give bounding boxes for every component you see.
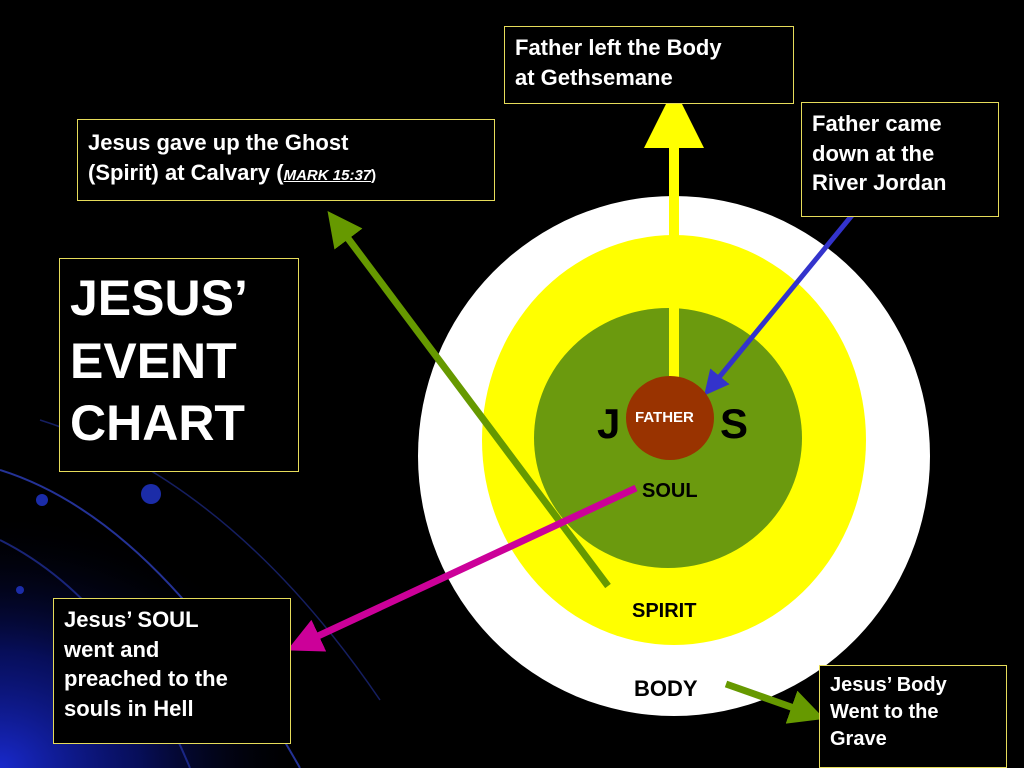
jordan-callout: Father came down at the River Jordan <box>801 102 999 217</box>
title-line: CHART <box>70 395 245 451</box>
father-core <box>626 376 714 460</box>
calvary-callout: Jesus gave up the Ghost (Spirit) at Calv… <box>77 119 495 201</box>
title-line: EVENT <box>70 332 237 389</box>
gethsemane-callout: Father left the Body at Gethsemane <box>504 26 794 104</box>
chart-title: JESUS’ EVENT CHART <box>59 258 299 472</box>
decorative-dot <box>16 586 24 594</box>
callout-line: Grave <box>830 728 887 750</box>
scripture-reference-link[interactable]: MARK 15:37 <box>283 166 372 184</box>
title-line: JESUS’ <box>70 270 248 326</box>
callout-line: at Gethsemane <box>515 64 673 90</box>
arrow-soul-hell <box>287 484 638 652</box>
callout-line: souls in Hell <box>64 696 194 722</box>
callout-line: Jesus’ Body <box>830 674 947 696</box>
father-label: FATHER <box>635 409 694 426</box>
decorative-dot <box>141 484 161 504</box>
arrow-jordan <box>704 206 860 396</box>
soul-hell-callout: Jesus’ SOUL went and preached to the sou… <box>53 598 291 744</box>
callout-line: down at the <box>812 140 935 166</box>
soul-label: SOUL <box>642 480 698 502</box>
spirit-label: SPIRIT <box>632 600 697 622</box>
callout-line-with-reference: (Spirit) at Calvary (MARK 15:37) <box>88 158 484 188</box>
callout-line: Jesus’ SOUL <box>64 607 199 632</box>
callout-text: (Spirit) at Calvary ( <box>88 159 284 185</box>
callout-line: Father came <box>812 111 942 136</box>
grave-callout: Jesus’ Body Went to the Grave <box>819 665 1007 768</box>
callout-line: Jesus gave up the Ghost <box>88 130 349 155</box>
body-label: BODY <box>634 676 698 701</box>
callout-line: River Jordan <box>812 170 947 196</box>
callout-line: went and <box>64 636 160 662</box>
decorative-dot <box>36 494 48 506</box>
jesus-label-right: S <box>720 400 749 447</box>
arrow-grave <box>724 680 825 724</box>
callout-line: Father left the Body <box>515 35 722 60</box>
callout-line: preached to the <box>64 666 228 692</box>
callout-line: Went to the <box>830 701 939 723</box>
callout-text: ) <box>371 166 377 184</box>
jesus-label-left: J <box>597 400 621 447</box>
